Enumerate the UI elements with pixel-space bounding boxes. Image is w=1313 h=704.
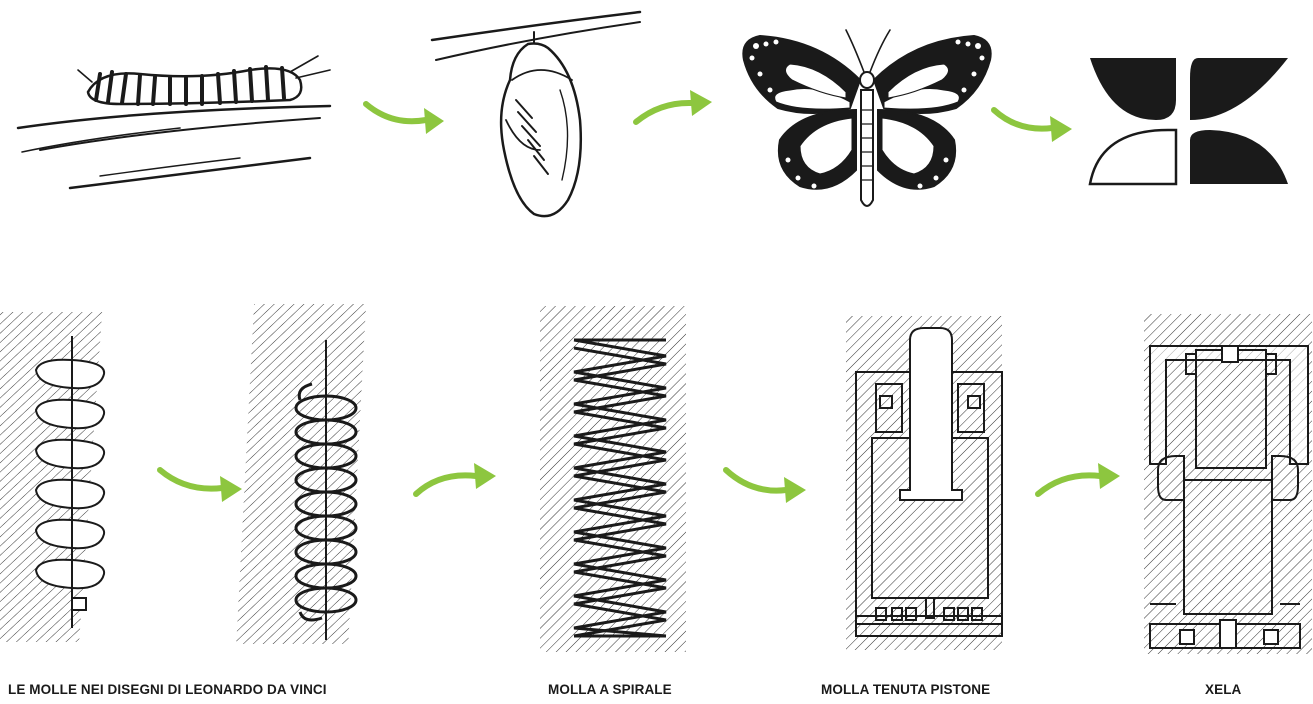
arrow-top-1	[366, 104, 426, 121]
caterpillar-icon	[18, 56, 330, 188]
caption-leonardo: LE MOLLE NEI DISEGNI DI LEONARDO DA VINC…	[8, 682, 327, 697]
coil-spring-icon	[540, 306, 686, 652]
xela-device-icon	[1144, 314, 1312, 654]
leonardo-spring-2-icon	[236, 304, 366, 644]
leonardo-spring-1-icon	[0, 312, 104, 642]
xela-logo-icon	[1090, 58, 1288, 184]
arrow-top-3	[994, 110, 1052, 129]
caption-molla-tenuta-pistone: MOLLA TENUTA PISTONE	[821, 682, 990, 697]
chrysalis-icon	[432, 12, 640, 216]
piston-seal-spring-icon	[846, 316, 1002, 650]
arrow-top-2	[636, 103, 692, 122]
arrow-bottom-3	[726, 470, 786, 491]
butterfly-icon	[743, 30, 990, 206]
caption-molla-a-spirale: MOLLA A SPIRALE	[548, 682, 672, 697]
arrow-bottom-1	[160, 470, 222, 489]
arrow-bottom-2	[416, 475, 476, 494]
arrow-bottom-4	[1038, 475, 1100, 494]
caption-xela: XELA	[1205, 682, 1241, 697]
